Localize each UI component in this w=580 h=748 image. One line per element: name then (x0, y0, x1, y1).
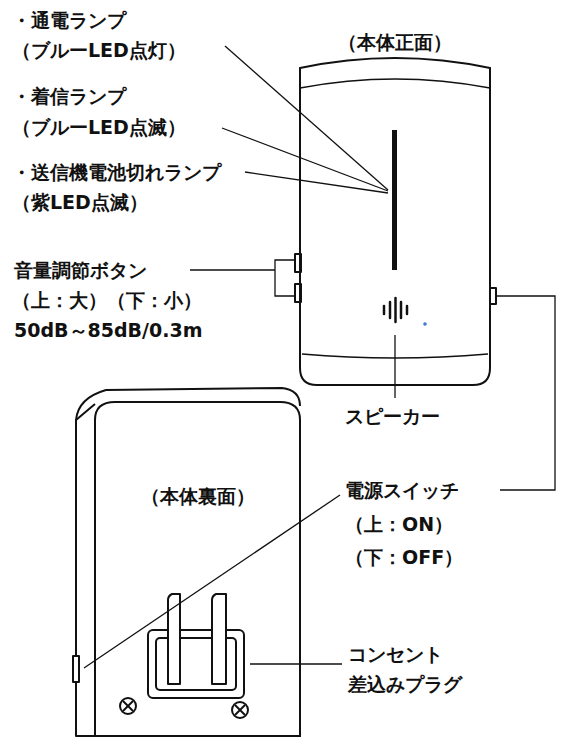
body-edge (300, 79, 490, 88)
view-heading: （本体裏面） (95, 484, 300, 508)
part-label: （上：大）（下：小） (12, 288, 202, 312)
body-outline (300, 28, 490, 388)
front-body: （本体正面） (300, 28, 490, 388)
part-label: （下：OFF） (345, 545, 463, 569)
outlet-plug (148, 594, 244, 698)
body-outline (300, 58, 490, 385)
part-label: ・送信機電池切れランプ (12, 160, 221, 184)
leader-line (84, 495, 340, 668)
leader-line (394, 335, 395, 398)
leader-line (275, 260, 294, 296)
leader-line (245, 172, 388, 193)
body-outline (95, 398, 300, 738)
part-label: スピーカー (345, 404, 440, 428)
part-label: （ブルーLED点滅） (12, 115, 186, 139)
back-body: （本体裏面） (95, 398, 300, 738)
leader-line (222, 128, 388, 191)
part-label: （上：ON） (345, 512, 453, 536)
speaker-icon (384, 298, 407, 322)
body-top-edge (76, 388, 300, 420)
leader-line (190, 269, 275, 270)
part-label: （紫LED点滅） (12, 190, 148, 214)
led-dot (423, 322, 427, 326)
part-label: 差込みプラグ (348, 672, 462, 696)
part-label: 音量調節ボタン (14, 258, 147, 282)
body-outline (95, 402, 300, 736)
part-label: （ブルーLED点灯） (12, 38, 186, 62)
body-edge (302, 354, 488, 358)
part-label: コンセント (348, 642, 443, 666)
back-power-switch (73, 656, 79, 682)
part-label: ・通電ランプ (12, 8, 126, 32)
leader-line (250, 663, 342, 664)
part-label: 50dB～85dB/0.3m (14, 318, 202, 342)
screw (120, 698, 136, 714)
lamp-bar (392, 130, 397, 270)
part-label: ・着信ランプ (12, 84, 126, 108)
leader-line (497, 296, 555, 490)
body-side (76, 404, 95, 736)
part-label: 電源スイッチ (345, 478, 459, 502)
view-heading: （本体正面） (300, 30, 490, 54)
screw (232, 702, 248, 718)
